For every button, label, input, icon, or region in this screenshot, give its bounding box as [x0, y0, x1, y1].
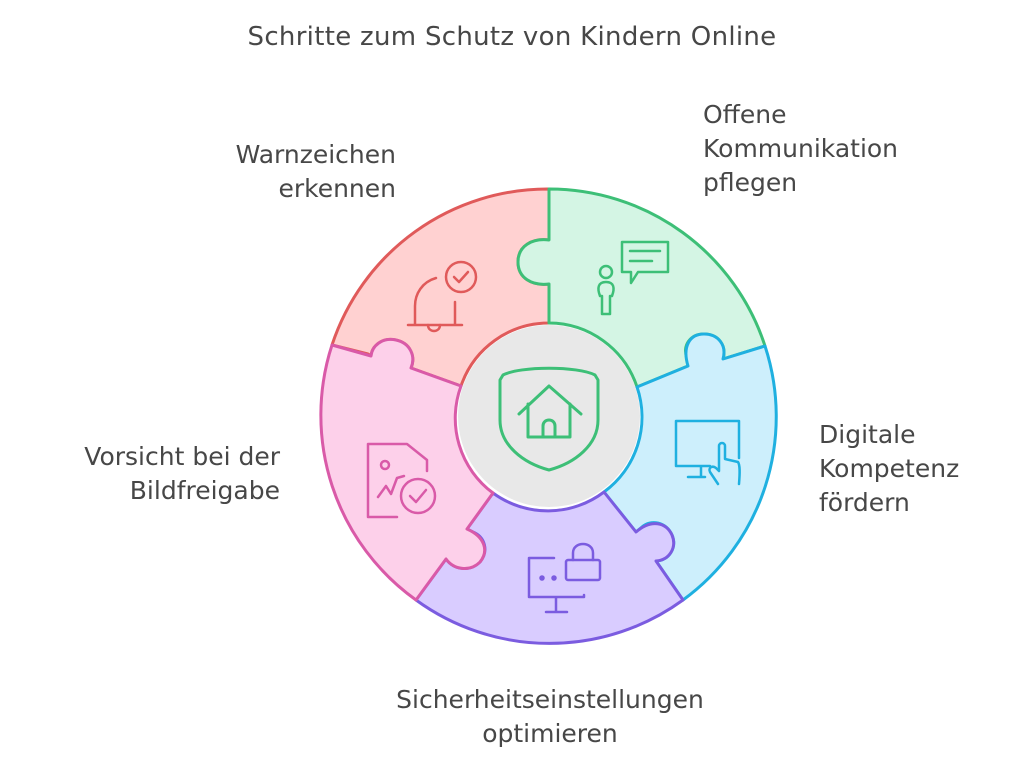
monitor-touch-icon: [674, 419, 741, 486]
label-line: Kommunikation: [703, 134, 899, 163]
label-kommunikation: Offene Kommunikation pflegen: [703, 98, 898, 200]
label-line: Digitale: [819, 420, 916, 449]
label-warnzeichen: Warnzeichen erkennen: [236, 138, 396, 206]
label-bildfreigabe: Vorsicht bei der Bildfreigabe: [84, 440, 280, 508]
label-line: optimieren: [482, 719, 618, 748]
label-sicherheit: Sicherheitseinstellungen optimieren: [300, 683, 800, 751]
monitor-lock-icon: [527, 542, 602, 614]
label-line: Warnzeichen: [235, 140, 396, 169]
diagram-title: Schritte zum Schutz von Kindern Online: [247, 22, 777, 52]
bell-check-icon: [406, 260, 478, 333]
center-hub: [458, 325, 640, 507]
label-line: Sicherheitseinstellungen: [396, 685, 704, 714]
shield-home-icon: [498, 366, 600, 472]
label-line: pflegen: [703, 168, 798, 197]
segment-bildfreigabe: [319, 337, 495, 602]
label-line: Offene: [703, 100, 787, 129]
label-line: erkennen: [278, 174, 396, 203]
label-kompetenz: Digitale Kompetenz fördern: [819, 418, 959, 520]
label-line: Vorsicht bei der: [84, 442, 280, 471]
label-line: Kompetenz: [819, 454, 960, 483]
label-line: Bildfreigabe: [129, 476, 280, 505]
person-chat-icon: [597, 240, 670, 316]
label-line: fördern: [819, 488, 910, 517]
image-check-icon: [366, 442, 437, 519]
